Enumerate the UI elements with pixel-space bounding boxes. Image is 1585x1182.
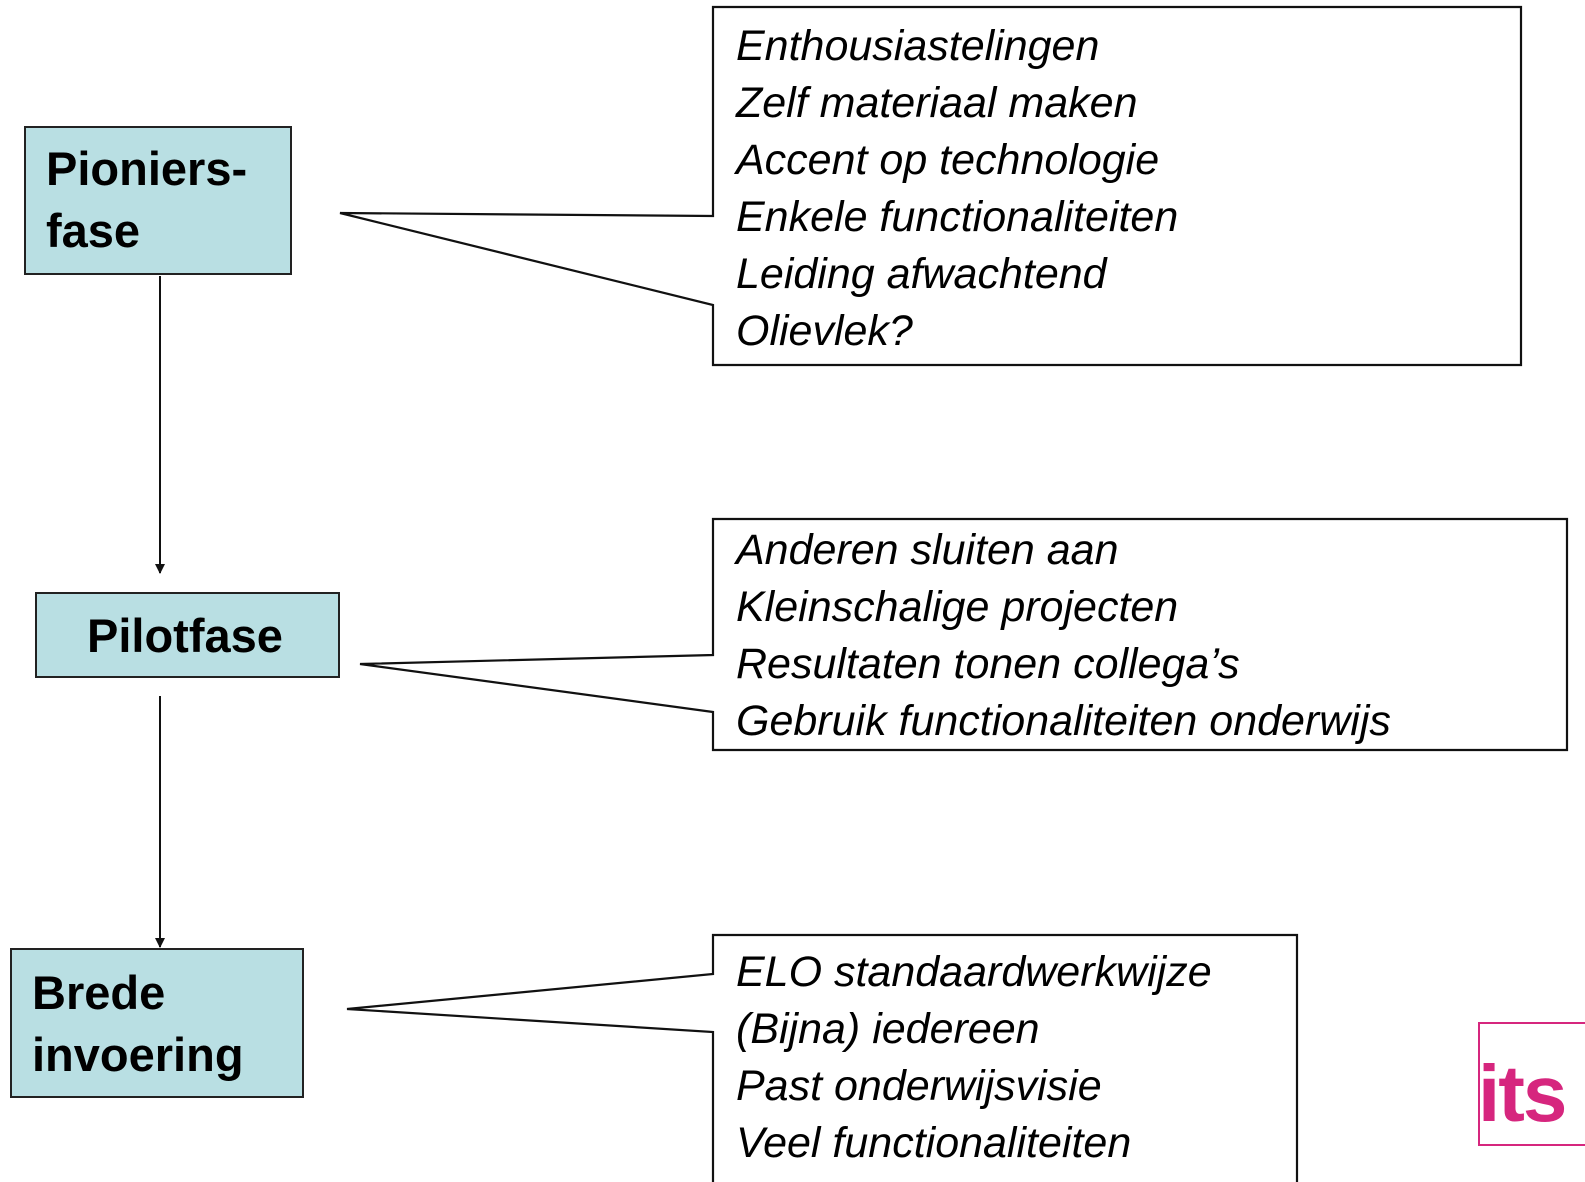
- callout-text-pioniersfase: Enthousiastelingen Zelf materiaal maken …: [736, 18, 1178, 360]
- callout-item: Olievlek?: [736, 307, 913, 355]
- callout-item: Enkele functionaliteiten: [736, 193, 1179, 241]
- callout-item: Anderen sluiten aan: [736, 526, 1119, 574]
- phase-box-brede-invoering: Brede invoering: [10, 948, 304, 1098]
- callout-brede-invoering: [346, 933, 1299, 1182]
- callout-item: Leiding afwachtend: [736, 250, 1107, 298]
- callout-item: Gebruik functionaliteiten onderwijs: [736, 697, 1391, 745]
- its-logo: its: [1478, 1022, 1585, 1146]
- its-logo-text: its: [1478, 1049, 1567, 1138]
- callout-pioniersfase: [339, 5, 1523, 367]
- callout-text-brede-invoering: ELO standaardwerkwijze (Bijna) iedereen …: [736, 944, 1212, 1172]
- callout-text-pilotfase: Anderen sluiten aan Kleinschalige projec…: [736, 522, 1391, 750]
- callout-item: Kleinschalige projecten: [736, 583, 1179, 631]
- callout-item: Accent op technologie: [736, 136, 1160, 184]
- callout-item: Enthousiastelingen: [736, 22, 1100, 70]
- callout-item: Past onderwijsvisie: [736, 1062, 1102, 1110]
- callout-item: Resultaten tonen collega’s: [736, 640, 1240, 688]
- callout-item: ELO standaardwerkwijze: [736, 948, 1212, 996]
- callout-pilotfase: [359, 517, 1569, 752]
- callout-item: (Bijna) iedereen: [736, 1005, 1040, 1053]
- phase-box-pioniersfase: Pioniers- fase: [24, 126, 292, 275]
- callout-item: Zelf materiaal maken: [736, 79, 1138, 127]
- callout-item: Veel functionaliteiten: [736, 1119, 1132, 1167]
- phase-box-pilotfase: Pilotfase: [35, 592, 340, 678]
